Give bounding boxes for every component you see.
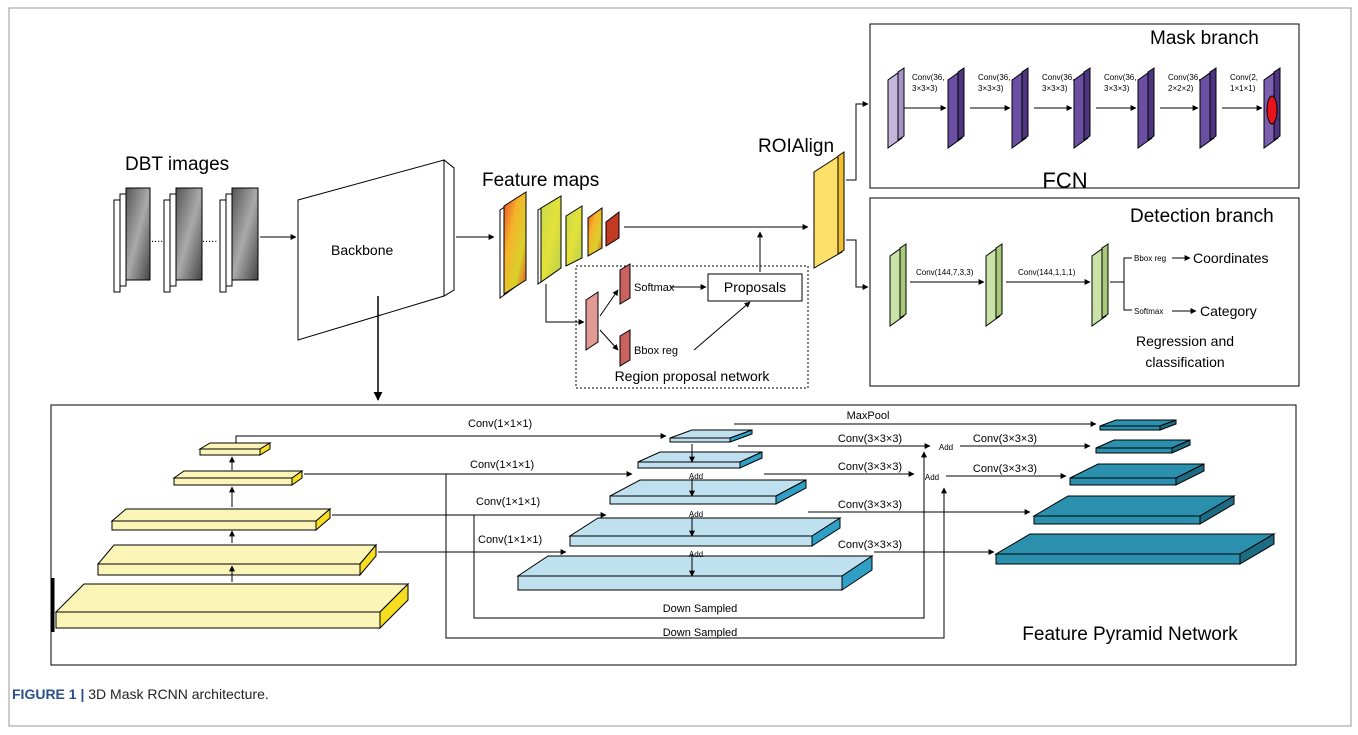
category-label: Category bbox=[1200, 303, 1257, 319]
roialign-label: ROIAlign bbox=[758, 136, 834, 157]
detection-layer-3 bbox=[1091, 243, 1109, 327]
rpn-box bbox=[575, 265, 809, 389]
detection-branch-title: Detection branch bbox=[1130, 206, 1274, 227]
out-conv-3: Conv(3×3×3) bbox=[838, 461, 902, 473]
arrow-roialign-mask bbox=[846, 101, 869, 181]
proposals-label: Proposals bbox=[724, 279, 786, 295]
det-footer-line2: classification bbox=[1145, 354, 1224, 370]
mask-conv-label-5-1: Conv(36, bbox=[1168, 73, 1200, 82]
mask-layer-6 bbox=[1263, 67, 1281, 149]
mask-layer-5 bbox=[1199, 67, 1217, 149]
add-label-2: Add bbox=[689, 510, 703, 519]
lateral-conv-4: Conv(1×1×1) bbox=[478, 534, 542, 546]
det-bbox-reg-label: Bbox reg bbox=[1134, 254, 1166, 263]
mask-conv-label-1-2: 3×3×3) bbox=[912, 84, 938, 93]
mask-conv-label-4-2: 3×3×3) bbox=[1104, 84, 1130, 93]
lateral-conv-3: Conv(1×1×1) bbox=[476, 496, 540, 508]
dbt-slices-3 bbox=[219, 187, 259, 293]
mask-conv-label-2-2: 3×3×3) bbox=[978, 84, 1004, 93]
rpn-feature bbox=[585, 291, 599, 351]
mask-conv-label-3-2: 3×3×3) bbox=[1042, 84, 1068, 93]
det-footer-line1: Regression and bbox=[1136, 333, 1234, 349]
dbt-slices-1 bbox=[113, 187, 151, 293]
roialign-block bbox=[813, 151, 845, 269]
dbt-images-title: DBT images bbox=[125, 154, 229, 175]
figure-caption: FIGURE 1 | 3D Mask RCNN architecture. bbox=[12, 686, 269, 702]
det-conv2-label: Conv(144,1,1,1) bbox=[1018, 268, 1076, 277]
fpn-top-down bbox=[516, 429, 874, 591]
fcn-label: FCN bbox=[1042, 168, 1087, 193]
detection-layer-1 bbox=[889, 243, 907, 327]
rpn-softmax-label: Softmax bbox=[634, 282, 675, 294]
mask-conv-label-2-1: Conv(36, bbox=[978, 73, 1010, 82]
rpn-title: Region proposal network bbox=[615, 368, 771, 384]
rpn-bbox-reg-label: Bbox reg bbox=[634, 345, 678, 357]
mask-conv-label-3-1: Conv(36, bbox=[1042, 73, 1074, 82]
feature-maps-title: Feature maps bbox=[482, 170, 599, 191]
mask-conv-label-1-1: Conv(36, bbox=[912, 73, 944, 82]
rpn-cls-layer bbox=[619, 263, 631, 305]
proposals-box bbox=[707, 273, 803, 302]
mask-layer-3 bbox=[1073, 67, 1091, 149]
out-conv-4: Conv(3×3×3) bbox=[973, 463, 1037, 475]
det-conv1-label: Conv(144,7,3,3) bbox=[916, 268, 974, 277]
out-conv-2: Conv(3×3×3) bbox=[973, 433, 1037, 445]
arrow-roialign-detection bbox=[846, 239, 869, 290]
coordinates-label: Coordinates bbox=[1193, 250, 1269, 266]
add-label-1: Add bbox=[689, 472, 703, 481]
mask-conv-label-4-1: Conv(36, bbox=[1104, 73, 1136, 82]
mask-output-region bbox=[1266, 95, 1278, 125]
dbt-dots-1: ..... bbox=[151, 233, 166, 245]
feature-map-stack bbox=[499, 191, 620, 299]
arrow-features-rpn bbox=[545, 284, 585, 325]
out-conv-1: Conv(3×3×3) bbox=[838, 433, 902, 445]
det-softmax-label: Softmax bbox=[1134, 307, 1163, 316]
out-conv-6: Conv(3×3×3) bbox=[838, 539, 902, 551]
outer-frame bbox=[8, 7, 1352, 727]
out-conv-5: Conv(3×3×3) bbox=[838, 499, 902, 511]
add-label-3: Add bbox=[689, 550, 703, 559]
backbone-block bbox=[297, 158, 455, 341]
mask-conv-label-6-1: Conv(2, bbox=[1230, 73, 1258, 82]
mask-layer-2 bbox=[1011, 67, 1029, 149]
caption-label: FIGURE 1 | bbox=[12, 686, 85, 702]
caption-text: 3D Mask RCNN architecture. bbox=[88, 686, 269, 702]
lateral-conv-1: Conv(1×1×1) bbox=[468, 418, 532, 430]
fpn-title: Feature Pyramid Network bbox=[1022, 624, 1238, 645]
lateral-conv-2: Conv(1×1×1) bbox=[470, 459, 534, 471]
mask-layer-0 bbox=[887, 67, 905, 149]
down-sampled-1: Down Sampled bbox=[663, 603, 738, 615]
detection-branch-box bbox=[869, 197, 1300, 387]
mask-branch-title: Mask branch bbox=[1150, 28, 1259, 49]
maxpool-label: MaxPool bbox=[847, 410, 890, 422]
detection-layer-2 bbox=[985, 243, 1003, 327]
rpn-reg-layer bbox=[619, 329, 631, 367]
backbone-label: Backbone bbox=[331, 242, 393, 258]
mask-layer-1 bbox=[947, 67, 965, 149]
mask-conv-label-5-2: 2×2×2) bbox=[1168, 84, 1194, 93]
down-sampled-2: Down Sampled bbox=[663, 627, 738, 639]
add-label-4: Add bbox=[939, 443, 953, 452]
mask-layer-4 bbox=[1137, 67, 1155, 149]
add-label-5: Add bbox=[925, 473, 939, 482]
fpn-outputs bbox=[994, 419, 1276, 565]
mask-conv-label-6-2: 1×1×1) bbox=[1230, 84, 1256, 93]
dbt-slices-2 bbox=[163, 187, 203, 293]
dbt-dots-2: ..... bbox=[202, 233, 217, 245]
